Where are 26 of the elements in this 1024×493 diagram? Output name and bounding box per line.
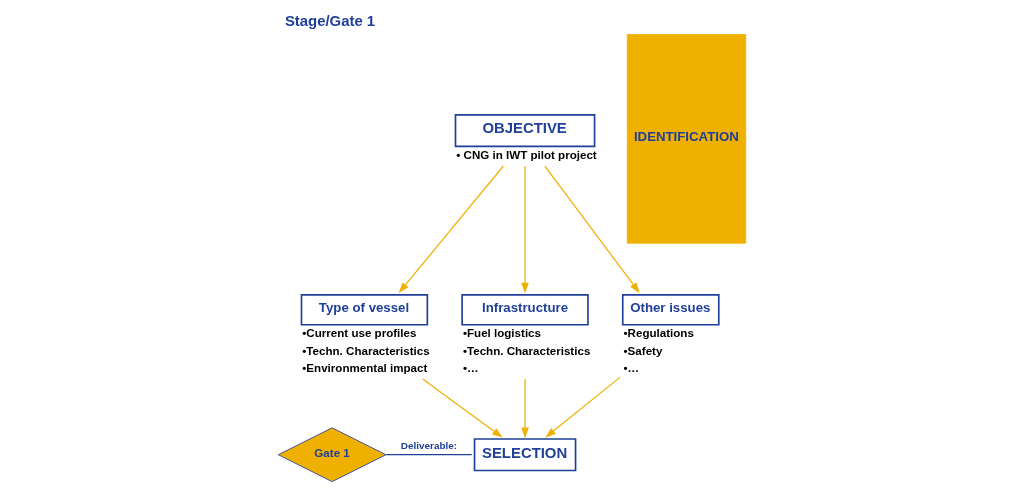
node-label: •Safety [623, 344, 663, 357]
arrow [544, 165, 640, 294]
node-box: OBJECTIVE [454, 114, 596, 148]
node-box: SELECTION [473, 438, 577, 472]
node-box: Infrastructure [461, 294, 589, 326]
node-box: Type of vessel [300, 294, 429, 326]
node-label: • CNG in IWT pilot project [456, 148, 597, 161]
node-label: •Regulations [623, 327, 694, 340]
edge-label: Deliverable: [400, 439, 458, 451]
label: IDENTIFICATION [633, 129, 739, 145]
node-label: •… [462, 362, 479, 375]
node-label: •Fuel logistics [462, 327, 541, 340]
arrow [398, 165, 504, 294]
diagram-title: Stage/Gate 1 [284, 12, 376, 29]
arrow [545, 376, 621, 438]
node-label: •Techn. Characteristics [462, 344, 591, 357]
arrow [521, 378, 529, 439]
node-label: •Techn. Characteristics [302, 344, 430, 357]
node-box: Other issues [621, 294, 720, 326]
arrow [422, 378, 503, 438]
node-label: •… [623, 362, 640, 375]
node-diamond: Gate 1 [277, 427, 387, 483]
node-label: •Environmental impact [302, 362, 428, 375]
node-label: •Current use profiles [302, 327, 417, 340]
arrow [521, 165, 529, 294]
connector [385, 454, 473, 456]
